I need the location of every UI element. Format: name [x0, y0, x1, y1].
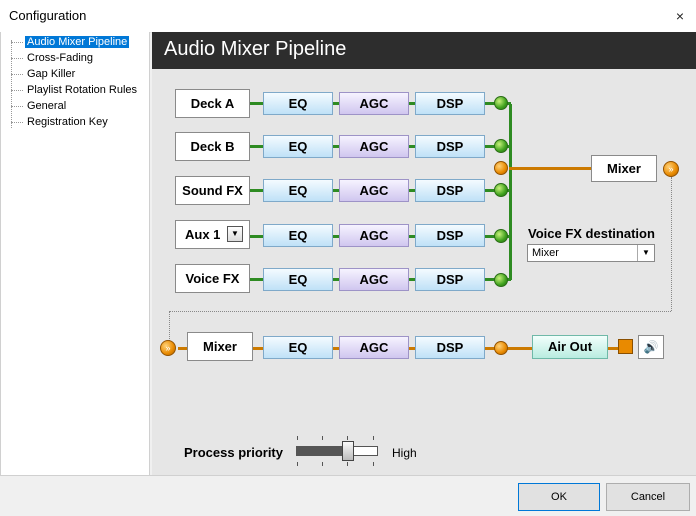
node-aux-1 — [494, 229, 508, 243]
signal-bus — [509, 104, 512, 280]
tree-item-label: General — [27, 100, 67, 112]
tree-item-playlist-rotation-rules[interactable]: Playlist Rotation Rules — [11, 83, 139, 98]
air-out-button[interactable]: Air Out — [532, 335, 608, 359]
output-level-indicator — [618, 339, 633, 354]
eq-button-sound-fx[interactable]: EQ — [263, 179, 333, 202]
window-title: Configuration — [9, 8, 87, 23]
voice-fx-destination-label: Voice FX destination — [528, 226, 655, 241]
node-deck-a — [494, 96, 508, 110]
voice-fx-destination-select[interactable]: Mixer ▼ — [527, 244, 655, 262]
tree-item-gap-killer[interactable]: Gap Killer — [11, 67, 77, 82]
close-icon[interactable]: × — [675, 8, 685, 24]
dsp-button-aux-1[interactable]: DSP — [415, 224, 485, 247]
output-node — [494, 341, 508, 355]
deck-a-box[interactable]: Deck A — [175, 89, 250, 118]
title-bar: Configuration × — [0, 0, 696, 33]
dsp-button-voice-fx[interactable]: DSP — [415, 268, 485, 291]
process-priority-label: Process priority — [184, 445, 283, 460]
priority-slider-fill — [297, 447, 353, 455]
cancel-button[interactable]: Cancel — [606, 483, 690, 511]
priority-slider-thumb[interactable] — [342, 441, 354, 461]
eq-button-voice-fx[interactable]: EQ — [263, 268, 333, 291]
mix-node — [494, 161, 508, 175]
aux-dropdown-icon[interactable]: ▼ — [227, 226, 243, 242]
dsp-button-deck-b[interactable]: DSP — [415, 135, 485, 158]
agc-button-sound-fx[interactable]: AGC — [339, 179, 409, 202]
dsp-button-deck-a[interactable]: DSP — [415, 92, 485, 115]
slider-tick — [322, 462, 323, 466]
tree-item-label: Audio Mixer Pipeline — [25, 36, 130, 48]
eq-button-output[interactable]: EQ — [263, 336, 333, 359]
output-in-arrow-icon: » — [160, 340, 176, 356]
deck-b-box[interactable]: Deck B — [175, 132, 250, 161]
connector-dotted-left — [169, 311, 170, 341]
priority-value-label: High — [392, 446, 417, 460]
aux-1-label: Aux 1 — [185, 227, 221, 242]
tree-guide-line — [11, 40, 12, 128]
agc-button-deck-b[interactable]: AGC — [339, 135, 409, 158]
sound-fx-box[interactable]: Sound FX — [175, 176, 250, 205]
node-sound-fx — [494, 183, 508, 197]
voice-fx-box[interactable]: Voice FX — [175, 264, 250, 293]
tree-item-label: Registration Key — [27, 116, 108, 128]
connector-dotted-bottom — [169, 311, 671, 312]
slider-tick — [347, 436, 348, 440]
slider-tick — [322, 436, 323, 440]
dsp-button-sound-fx[interactable]: DSP — [415, 179, 485, 202]
mixer-out-arrow-icon: » — [663, 161, 679, 177]
agc-button-aux-1[interactable]: AGC — [339, 224, 409, 247]
agc-button-deck-a[interactable]: AGC — [339, 92, 409, 115]
dsp-button-output[interactable]: DSP — [415, 336, 485, 359]
config-tree: Audio Mixer Pipeline Cross-Fading Gap Ki… — [0, 32, 150, 475]
speaker-icon[interactable]: 🔊 — [638, 335, 664, 359]
mix-line — [509, 167, 591, 170]
slider-tick — [373, 436, 374, 440]
ok-button[interactable]: OK — [518, 483, 600, 511]
panel-title: Audio Mixer Pipeline — [164, 38, 347, 60]
agc-button-voice-fx[interactable]: AGC — [339, 268, 409, 291]
node-voice-fx — [494, 273, 508, 287]
tree-item-label: Gap Killer — [27, 68, 76, 80]
connector-dotted-right — [671, 177, 672, 311]
chevron-down-icon: ▼ — [637, 245, 654, 261]
tree-item-label: Playlist Rotation Rules — [27, 84, 138, 96]
eq-button-aux-1[interactable]: EQ — [263, 224, 333, 247]
slider-tick — [373, 462, 374, 466]
output-mixer-box[interactable]: Mixer — [187, 332, 253, 361]
tree-item-cross-fading[interactable]: Cross-Fading — [11, 51, 95, 66]
tree-item-general[interactable]: General — [11, 99, 68, 114]
voice-fx-destination-value: Mixer — [532, 247, 559, 259]
slider-tick — [297, 436, 298, 440]
eq-button-deck-a[interactable]: EQ — [263, 92, 333, 115]
eq-button-deck-b[interactable]: EQ — [263, 135, 333, 158]
agc-button-output[interactable]: AGC — [339, 336, 409, 359]
tree-item-label: Cross-Fading — [27, 52, 94, 64]
tree-item-registration-key[interactable]: Registration Key — [11, 115, 110, 130]
tree-item-audio-mixer-pipeline[interactable]: Audio Mixer Pipeline — [11, 35, 130, 50]
slider-tick — [347, 462, 348, 466]
node-deck-b — [494, 139, 508, 153]
slider-tick — [297, 462, 298, 466]
mixer-box[interactable]: Mixer — [591, 155, 657, 182]
priority-slider-track[interactable] — [296, 446, 378, 456]
panel-header: Audio Mixer Pipeline — [152, 32, 696, 69]
